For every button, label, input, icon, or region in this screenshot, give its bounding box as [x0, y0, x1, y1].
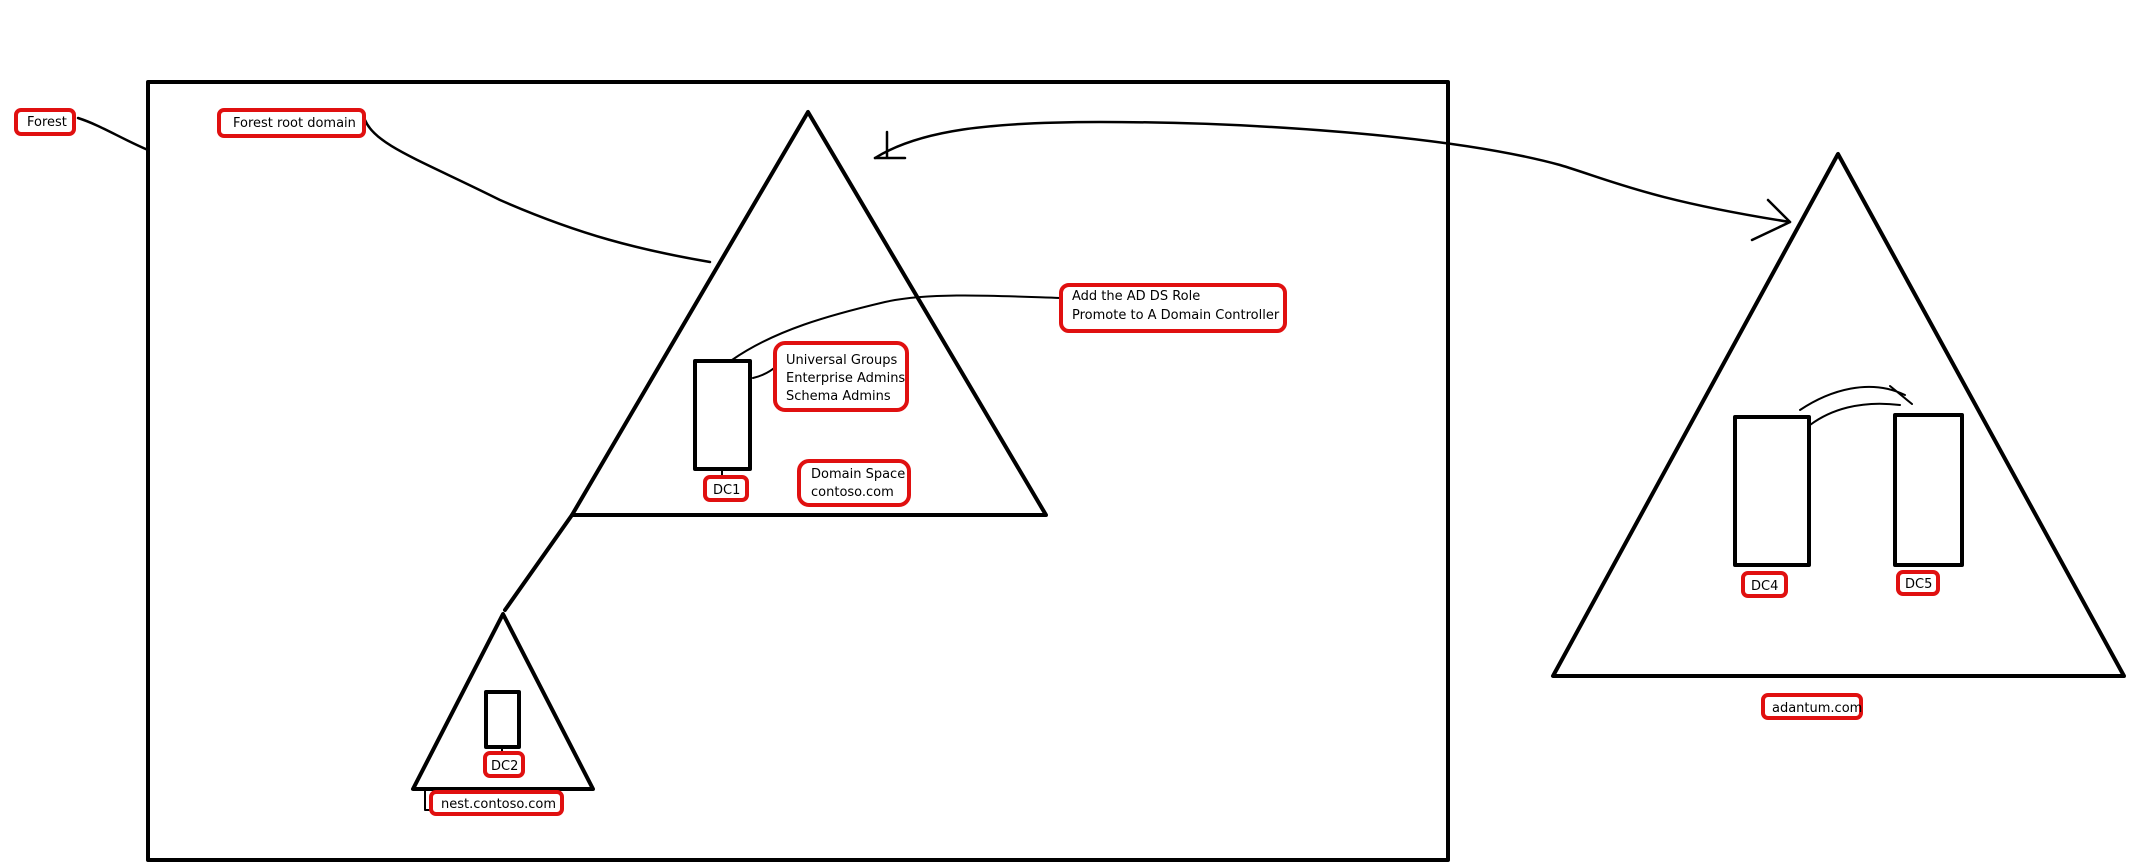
groups-label-line-3: Schema Admins [786, 389, 891, 404]
child-domain-triangle [411, 612, 595, 791]
dc1-label-box [703, 475, 749, 502]
domain-space-label-box [797, 459, 911, 507]
adantum-triangle [1551, 152, 2126, 678]
dc1-server [693, 359, 752, 471]
replication-arrow [1799, 385, 1913, 426]
dc2-server [484, 690, 521, 749]
forest-callout-line [76, 116, 150, 152]
dc2-label-box [483, 751, 525, 778]
forest-root-triangle [570, 110, 1048, 517]
dc5-label: DC5 [1905, 577, 1932, 592]
forest-label-box [14, 108, 76, 136]
forest-root-domain-label: Forest root domain [233, 116, 356, 131]
add-role-label-line-2: Promote to A Domain Controller [1072, 308, 1280, 323]
tree-trust-arrow [873, 120, 1792, 224]
adantum-label: adantum.com [1772, 701, 1862, 716]
dc4-label: DC4 [1751, 579, 1778, 594]
add-role-callout-line [731, 294, 1061, 361]
child-domain-label: nest.contoso.com [441, 797, 556, 812]
add-role-label-box [1059, 283, 1287, 333]
domain-space-label-line-2: contoso.com [811, 485, 894, 500]
dc4-label-box [1741, 571, 1788, 598]
dc2-label: DC2 [491, 759, 518, 774]
groups-label-line-2: Enterprise Admins [786, 371, 905, 386]
groups-label-line-1: Universal Groups [786, 353, 897, 368]
dc5-server [1893, 413, 1964, 567]
add-role-label-line-1: Add the AD DS Role [1072, 289, 1200, 304]
dc1-label: DC1 [713, 483, 740, 498]
parent-child-link [503, 513, 574, 612]
forest-root-domain-label-box [217, 108, 366, 138]
tree-trust-arrowhead-right [1750, 198, 1792, 242]
forest-root-callout-line [363, 118, 712, 264]
child-domain-label-box [429, 790, 564, 816]
domain-space-label-line-1: Domain Space [811, 467, 905, 482]
adantum-label-box [1761, 693, 1863, 720]
forest-label: Forest [27, 115, 67, 130]
forest-boundary [146, 80, 1450, 862]
dc5-label-box [1896, 570, 1940, 596]
dc4-server [1733, 415, 1811, 567]
groups-label-box [773, 341, 909, 412]
tree-trust-arrowhead-left [873, 130, 907, 160]
